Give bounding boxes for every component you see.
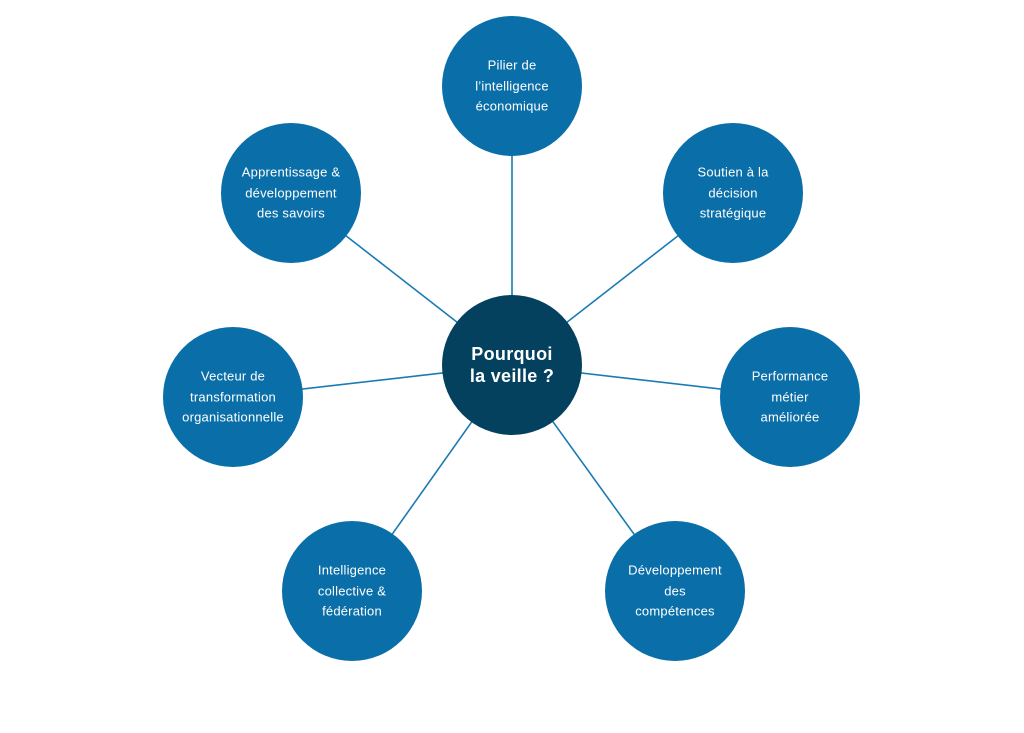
- node-circle-pilier: [442, 16, 582, 156]
- node-label-pilier: Pilier de l’intelligence économique: [475, 57, 549, 114]
- center-label: Pourquoi la veille ?: [469, 344, 555, 386]
- node-circle-performance: [720, 327, 860, 467]
- node-label-developpement: Développement des compétences: [628, 562, 722, 619]
- node-circles: [163, 16, 860, 661]
- center-circle: [442, 295, 582, 435]
- node-circle-vecteur: [163, 327, 303, 467]
- node-circle-apprentissage: [221, 123, 361, 263]
- node-circle-intelligence: [282, 521, 422, 661]
- node-label-performance: Performance métier améliorée: [751, 368, 829, 425]
- node-label-vecteur: Vecteur de transformation organisationne…: [182, 368, 284, 425]
- node-label-soutien: Soutien à la décision stratégique: [697, 164, 769, 221]
- node-circle-developpement: [605, 521, 745, 661]
- node-label-apprentissage: Apprentissage & développement des savoir…: [241, 164, 341, 221]
- node-label-intelligence: Intelligence collective & fédération: [317, 562, 387, 619]
- node-circle-soutien: [663, 123, 803, 263]
